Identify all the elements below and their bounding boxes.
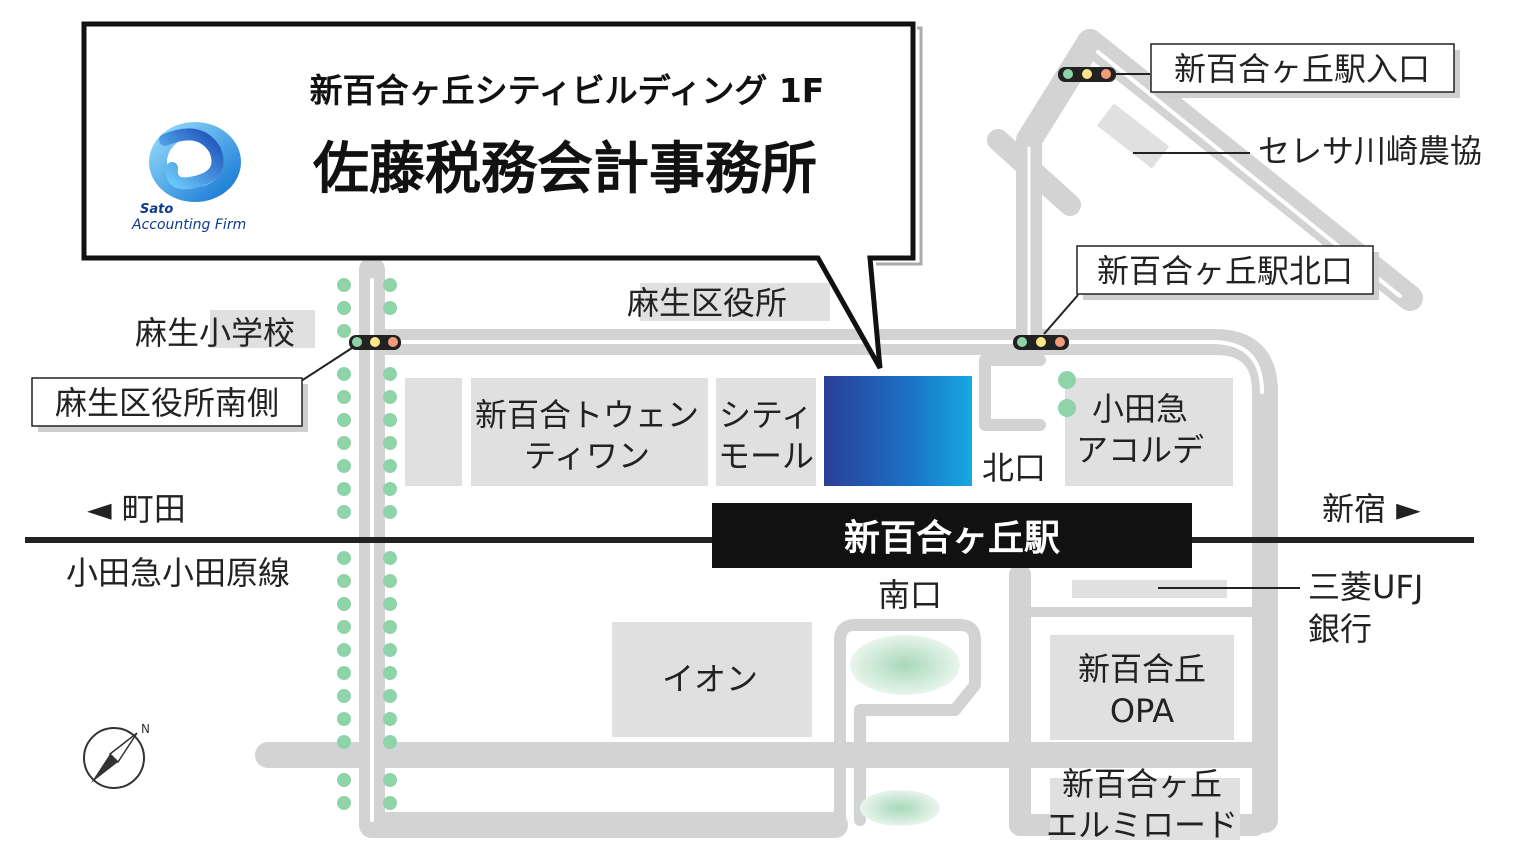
opa-building [1050, 635, 1234, 740]
road-network [255, 29, 1423, 838]
mufg-building [1072, 580, 1227, 598]
label-ward-office: 麻生区役所 [627, 284, 787, 322]
label-acolde-2: アコルデ [1076, 431, 1204, 469]
callout-firm-name: 佐藤税務会計事務所 [312, 137, 817, 202]
south-green [860, 790, 940, 826]
station-name: 新百合ヶ丘駅 [844, 518, 1060, 559]
label-elmiroad-1: 新百合ヶ丘 [1062, 765, 1222, 803]
logo-text-2: Accounting Firm [131, 217, 246, 233]
west-block [405, 378, 462, 486]
callout-building: 新百合ヶ丘シティビルディング 1F [310, 71, 825, 110]
label-opa-2: OPA [1110, 692, 1174, 730]
compass-north-label: N [141, 722, 150, 736]
elementary-school-building [210, 310, 315, 348]
label-elementary: 麻生小学校 [135, 314, 295, 352]
elmiroad-building [1050, 778, 1240, 840]
tree-row-east [383, 278, 397, 810]
twenty-one-building [471, 378, 708, 486]
label-acolde-1: 小田急 [1092, 390, 1188, 428]
signal-asao-south [294, 335, 401, 386]
label-asao-south: 麻生区役所南側 [55, 384, 279, 422]
callout-box [81, 21, 916, 370]
aeon-building [612, 622, 812, 737]
station-block [712, 503, 1192, 568]
label-twenty-one-1: 新百合トウェン [475, 396, 699, 434]
label-city-mall-1: シティ [719, 396, 813, 434]
label-opa-1: 新百合丘 [1078, 650, 1206, 688]
label-aeon: イオン [662, 660, 758, 698]
label-mufg-1: 三菱UFJ [1308, 568, 1423, 606]
label-north-exit-signal: 新百合ヶ丘駅北口 [1097, 252, 1353, 290]
signal-north-exit [1013, 294, 1079, 350]
ward-office-building [640, 283, 830, 321]
signal-entrance [1058, 67, 1150, 82]
logo-text-1: Sato [140, 202, 173, 217]
label-south-exit: 南口 [878, 576, 942, 614]
compass-icon: N [83, 722, 150, 789]
rotary-green [850, 635, 960, 695]
tree-row-west [337, 278, 351, 810]
label-railway: 小田急小田原線 [66, 554, 290, 592]
label-west-direction: ◄ 町田 [87, 490, 186, 528]
city-mall-building [716, 378, 816, 486]
label-twenty-one-2: ティワン [524, 437, 650, 475]
label-north-exit: 北口 [982, 449, 1046, 487]
city-building-highlight [824, 376, 972, 486]
label-elmiroad-2: エルミロード [1046, 806, 1238, 844]
label-east-direction: 新宿 ► [1322, 490, 1421, 528]
callout: 新百合ヶ丘シティビルディング 1F 佐藤税務会計事務所 Sato Account… [81, 21, 923, 370]
label-station-entrance: 新百合ヶ丘駅入口 [1174, 50, 1430, 88]
label-ja: セレサ川崎農協 [1258, 132, 1482, 170]
tree-north-exit [1058, 371, 1076, 417]
firm-logo: Sato Accounting Firm [131, 122, 246, 233]
buildings [210, 103, 1240, 840]
label-city-mall-2: モール [718, 437, 814, 475]
label-mufg-2: 銀行 [1308, 610, 1372, 648]
acolde-building [1065, 378, 1233, 486]
